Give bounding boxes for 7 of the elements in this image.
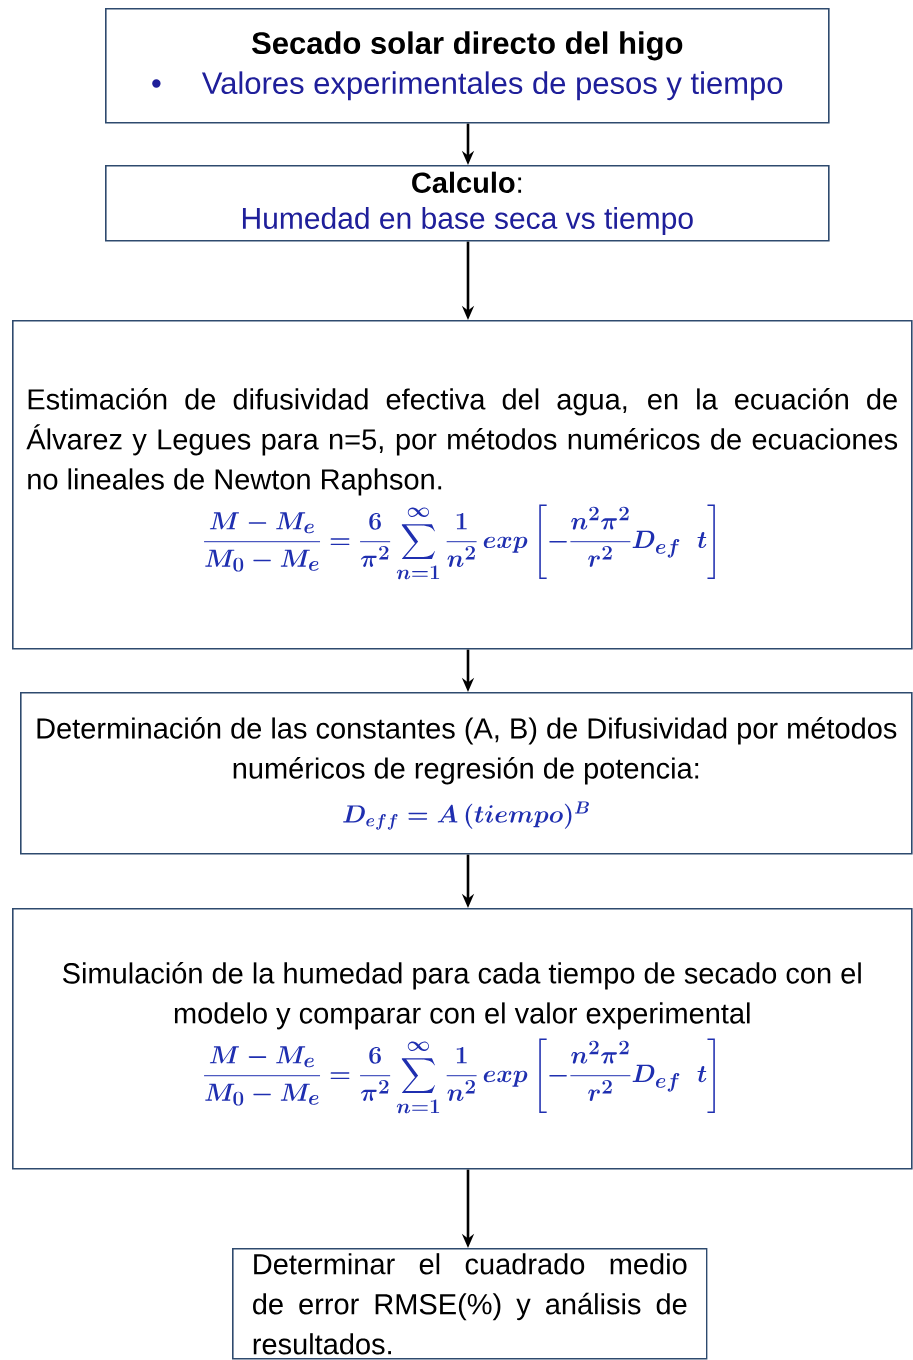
process-box: Determinación de las constantes (A, B) de Difusividad por métodos numéricos de regresión de potencia: $D_{eff}=A\,(tiempo)^B$ [20,692,913,855]
process-box: Calculo: Humedad en base seca vs tiempo [105,165,830,242]
process-box: Secado solar directo del higo • Valores experimentales de pesos y tiempo [105,8,830,124]
process-box: Estimación de difusividad efectiva del agua, en la ecuación de Álvarez y Legues para n=5, por métodos numéricos de ecuaciones no lineales de Newton Raphson. $\frac{M-M_e}{M_0-M_e}=\frac{6}{\pi^2}\sum_{n=1}^{\infty}\frac{1}{n^2}\,exp\left[-\frac{n^2\pi^2}{r^2}D_{ef}\;\;t\right]$ [12,320,913,650]
bullet-mark: • [152,79,161,88]
process-box: Determinar el cuadrado medio de error RMSE(%) y análisis de resultados. [232,1248,708,1360]
process-box: Simulación de la humedad para cada tiempo de secado con el modelo y comparar con el valor experimental $\frac{M-M_e}{M_0-M_e}=\frac{6}{\pi^2}\sum_{n=1}^{\infty}\frac{1}{n^2}\,exp\left[-\frac{n^2\pi^2}{r^2}D_{ef}\;\;t\right]$ [12,908,913,1170]
